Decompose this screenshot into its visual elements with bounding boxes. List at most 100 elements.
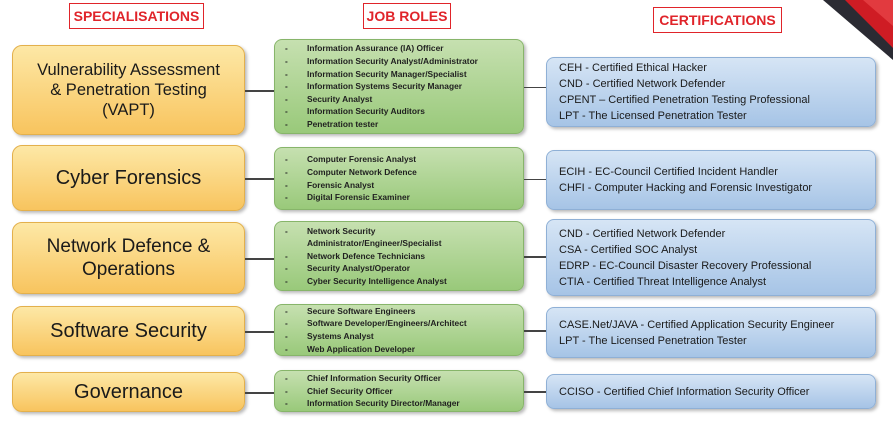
bullet-dash-icon	[285, 237, 307, 250]
specialisation-label: & Penetration Testing	[50, 80, 207, 99]
certification-item: LPT - The Licensed Penetration Tester	[559, 334, 747, 347]
job-role-text: Web Application Developer	[307, 343, 415, 354]
specialisation-label: Governance	[74, 380, 183, 403]
job-role-item: - Chief Information Security Officer	[285, 372, 517, 385]
job-role-text: Security Analyst	[307, 93, 373, 104]
job-role-item: - Information Security Analyst/Administra…	[285, 55, 517, 68]
job-role-item: - Chief Security Officer	[285, 385, 517, 398]
job-role-item: - Penetration tester	[285, 118, 517, 131]
certification-item: CND - Certified Network Defender	[559, 227, 726, 240]
bullet-dash-icon: -	[285, 385, 288, 396]
job-role-text: Computer Forensic Analyst	[307, 154, 417, 165]
job-role-text: Computer Network Defence	[307, 166, 417, 177]
bullet-dash-icon: -	[285, 43, 288, 54]
bullet-dash-icon: -	[285, 331, 288, 341]
connector-line	[524, 256, 546, 258]
header-certifications: CERTIFICATIONS	[653, 7, 782, 33]
job-role-item: -Web Application Developer	[285, 343, 517, 356]
bullet-dash-icon: -	[285, 154, 288, 165]
job-role-text: Information Security Manager/Specialist	[307, 68, 467, 79]
decorative-corner	[823, 0, 893, 60]
specialisation-box: Vulnerability Assessment& Penetration Te…	[12, 45, 245, 135]
certification-item: CSA - Certified SOC Analyst	[559, 243, 698, 256]
bullet-dash-icon: -	[285, 250, 288, 261]
job-role-text: Chief Security Officer	[307, 385, 393, 396]
bullet-dash-icon: -	[285, 305, 288, 316]
bullet-dash-icon: -	[285, 118, 288, 129]
job-role-item: - Information Security Manager/Specialist	[285, 68, 517, 81]
specialisation-label: Software Security	[50, 319, 207, 342]
job-role-item: -Network Security	[285, 225, 517, 238]
job-roles-box: -Information Assurance (IA) Officer-Info…	[274, 39, 524, 134]
job-role-text: Administrator/Engineer/Specialist	[307, 238, 442, 249]
connector-line	[245, 258, 274, 260]
job-role-text: Penetration tester	[307, 118, 379, 129]
certification-item: CND - Certified Network Defender	[559, 78, 726, 90]
certification-item: CCISO - Certified Chief Information Secu…	[559, 385, 810, 398]
specialisation-label: Vulnerability Assessment	[37, 60, 220, 79]
certification-item: CHFI - Computer Hacking and Forensic Inv…	[559, 182, 813, 194]
job-role-text: Forensic Analyst	[307, 179, 375, 190]
certification-item: CASE.Net/JAVA - Certified Application Se…	[559, 318, 835, 331]
header-job-roles: JOB ROLES	[363, 3, 451, 29]
certification-item: CTIA - Certified Threat Intelligence Ana…	[559, 275, 767, 288]
specialisation-label: Network Defence &	[46, 235, 211, 257]
job-role-text: Software Developer/Engineers/Architect	[307, 318, 467, 329]
job-roles-box: - Chief Information Security Officer - Chie…	[274, 370, 524, 412]
job-role-item: -Information Systems Security Manager	[285, 80, 517, 93]
connector-line	[245, 392, 274, 394]
certifications-box: CCISO - Certified Chief Information Secu…	[546, 374, 876, 409]
job-role-item: -Cyber Security Intelligence Analyst	[285, 275, 517, 288]
job-role-text: Systems Analyst	[307, 331, 374, 341]
job-role-item: Administrator/Engineer/Specialist	[285, 237, 517, 250]
job-role-item: - Security Analyst	[285, 93, 517, 106]
specialisation-box: Software Security	[12, 306, 245, 356]
connector-line	[524, 391, 546, 393]
job-role-text: Information Security Auditors	[307, 106, 425, 117]
job-role-item: - Information Security Auditors	[285, 105, 517, 118]
certification-item: LPT - The Licensed Penetration Tester	[559, 110, 747, 122]
bullet-dash-icon: -	[285, 179, 288, 190]
job-role-text: Information Assurance (IA) Officer	[307, 43, 444, 54]
job-role-text: Security Analyst/Operator	[307, 263, 411, 274]
specialisation-box: Network Defence &Operations	[12, 222, 245, 294]
job-role-item: - Systems Analyst	[285, 330, 517, 343]
bullet-dash-icon: -	[285, 373, 288, 384]
job-role-item: - Information Security Director/Manager	[285, 397, 517, 410]
job-role-text: Network Defence Technicians	[307, 250, 426, 261]
bullet-dash-icon: -	[285, 81, 288, 92]
specialisation-box: Cyber Forensics	[12, 145, 245, 211]
job-role-text: Secure Software Engineers	[307, 305, 416, 316]
certifications-box: ECIH - EC-Council Certified Incident Han…	[546, 150, 876, 210]
specialisation-label: Cyber Forensics	[55, 166, 202, 189]
bullet-dash-icon: -	[285, 398, 288, 409]
certification-item: CEH - Certified Ethical Hacker	[559, 62, 707, 74]
job-role-text: Digital Forensic Examiner	[307, 192, 410, 203]
certification-item: EDRP - EC-Council Disaster Recovery Prof…	[559, 259, 812, 272]
job-role-item: - Digital Forensic Examiner	[285, 191, 517, 204]
job-role-item: - Network Defence Technicians	[285, 250, 517, 263]
bullet-dash-icon: -	[285, 106, 288, 117]
job-role-text: Chief Information Security Officer	[307, 373, 442, 384]
job-role-item: - Computer Network Defence	[285, 166, 517, 179]
header-specialisations: SPECIALISATIONS	[69, 3, 204, 29]
job-roles-box: - Secure Software Engineers - Software Deve…	[274, 304, 524, 356]
bullet-dash-icon: -	[285, 68, 288, 79]
connector-line	[245, 178, 274, 180]
job-role-text: Information Security Director/Manager	[307, 398, 460, 409]
bullet-dash-icon: -	[285, 318, 288, 329]
connector-line	[524, 330, 546, 332]
job-role-text: Information Security Analyst/Administrat…	[307, 56, 478, 67]
bullet-dash-icon: -	[285, 166, 288, 177]
bullet-dash-icon: -	[285, 56, 288, 67]
bullet-dash-icon: -	[285, 192, 288, 203]
bullet-dash-icon: -	[285, 93, 288, 104]
connector-line	[245, 90, 274, 92]
job-role-item: - Information Assurance (IA) Officer	[285, 42, 517, 55]
specialisation-label: Operations	[82, 259, 175, 280]
job-role-item: - Computer Forensic Analyst	[285, 153, 517, 166]
specialisation-box: Governance	[12, 372, 245, 412]
